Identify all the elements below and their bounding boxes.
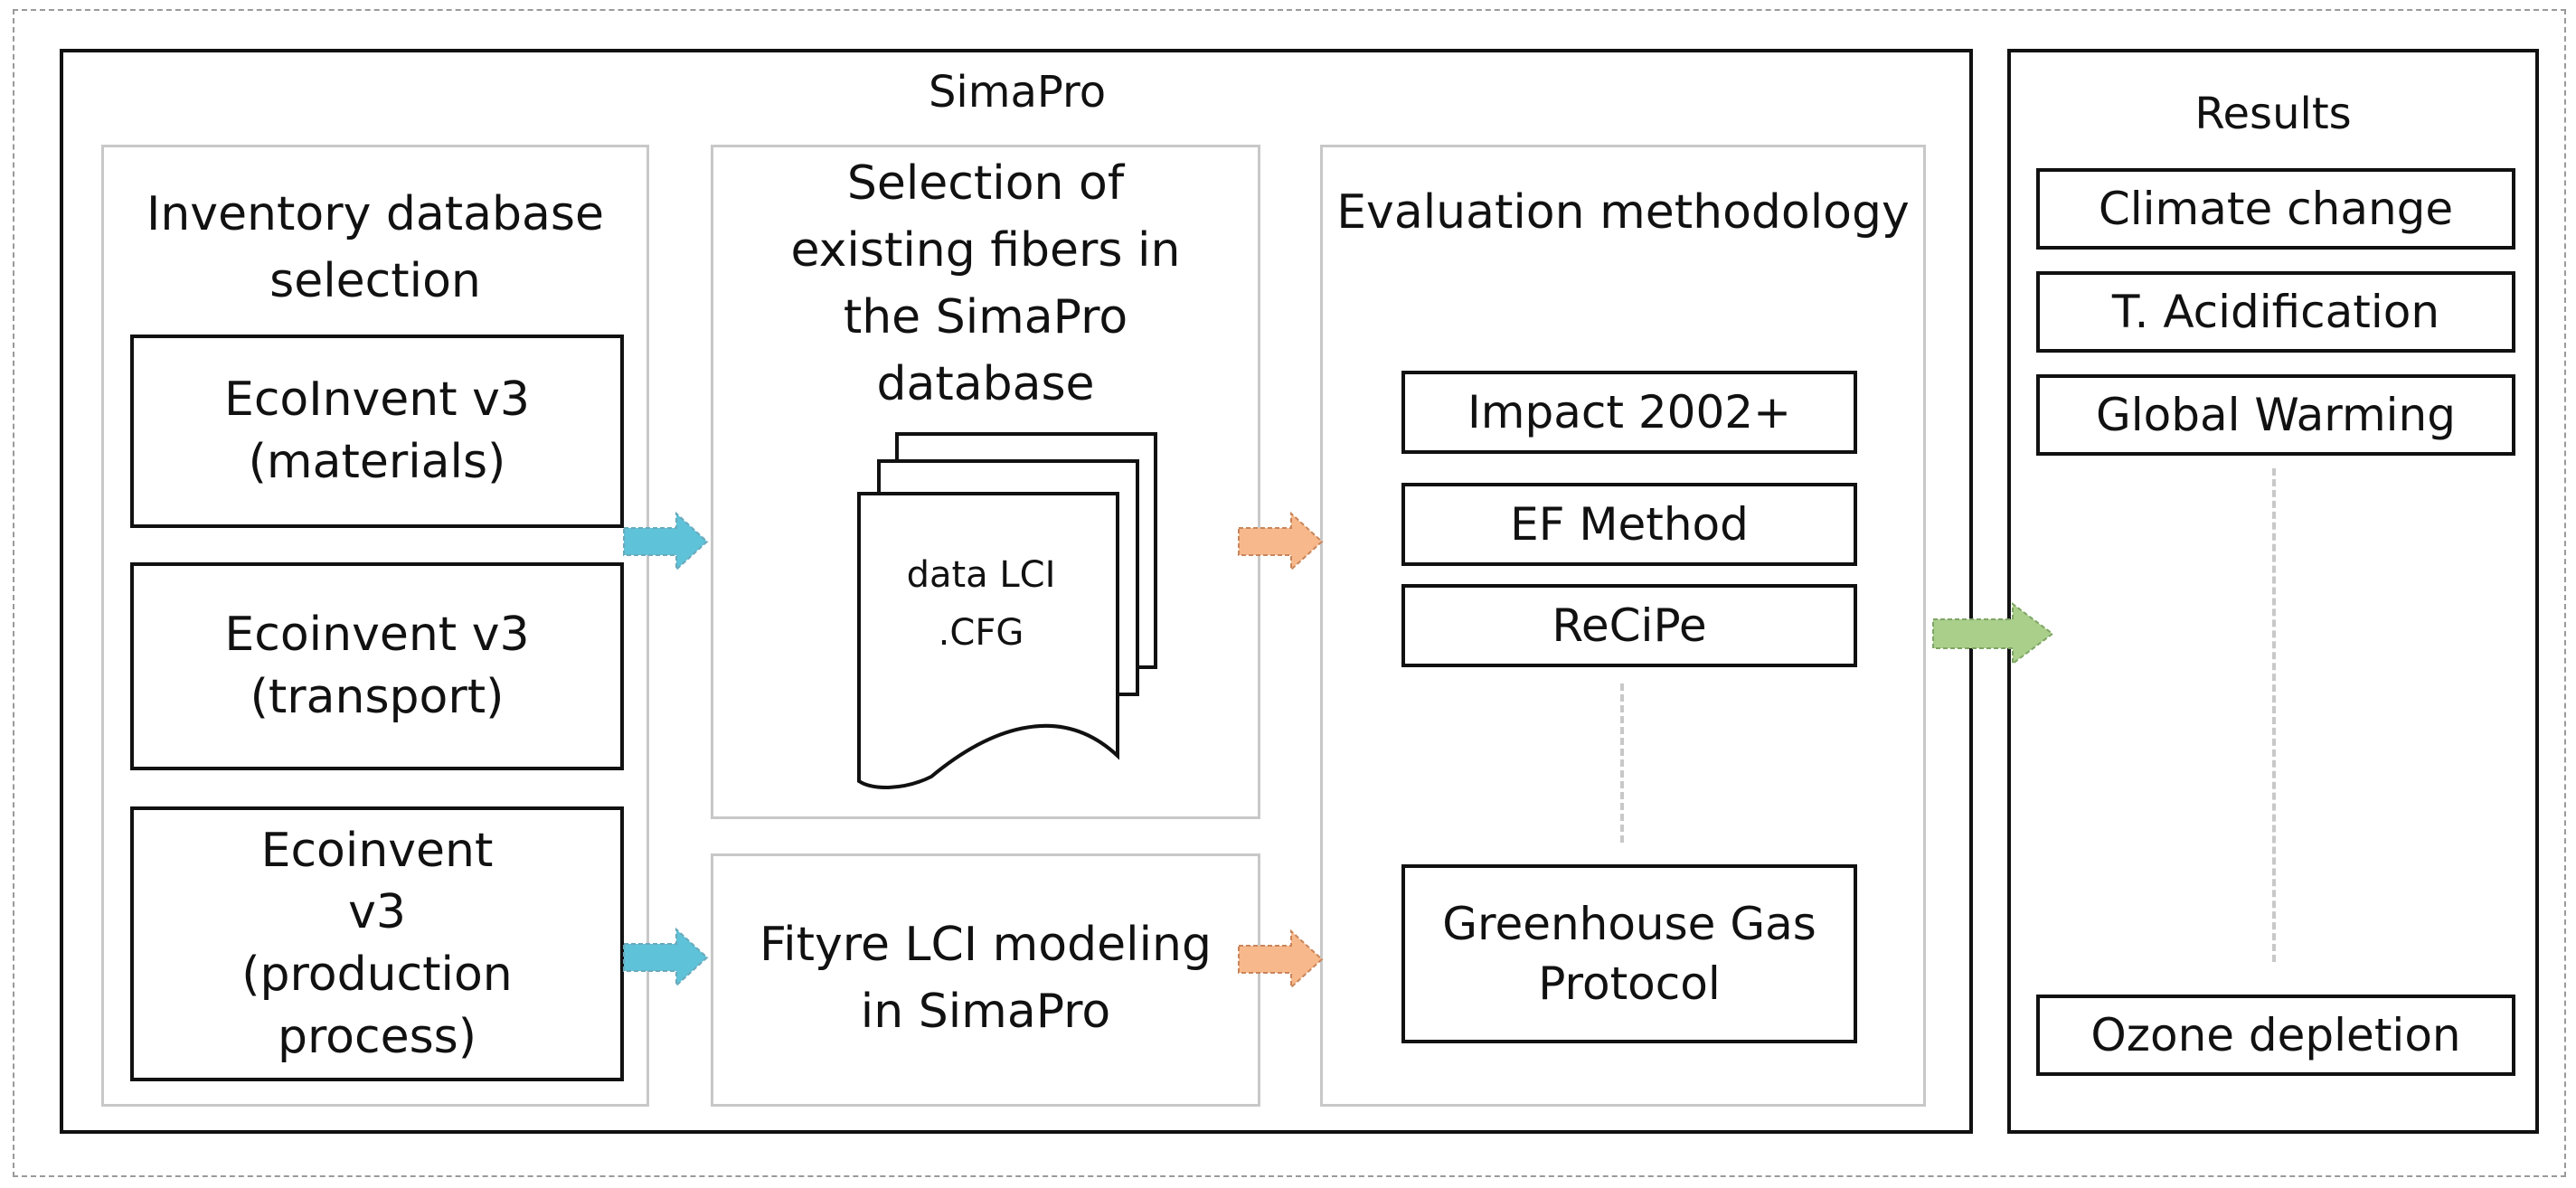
evaluation-heading: Evaluation methodology — [1336, 185, 1910, 240]
inventory-heading: Inventory database selection — [146, 187, 604, 308]
arrow-orange-top — [1238, 511, 1324, 572]
methods-ellipsis-line — [1620, 684, 1624, 843]
arrow-blue-bottom — [623, 927, 709, 988]
result-climate-change: Climate change — [2036, 168, 2515, 250]
fityre-panel — [711, 853, 1260, 1107]
document-sheet-front — [857, 492, 1119, 789]
inventory-item-transport: Ecoinvent v3 (transport) — [130, 562, 624, 770]
results-title: Results — [2194, 88, 2352, 139]
document-label-line1: data LCI — [906, 553, 1056, 596]
document-label-line2: .CFG — [938, 611, 1024, 654]
arrow-green-results — [1932, 602, 2054, 665]
result-global-warming: Global Warming — [2036, 374, 2515, 456]
inventory-item-production: Ecoinvent v3 (production process) — [130, 806, 624, 1081]
existing-fibers-heading: Selection of existing fibers in the Sima… — [790, 156, 1181, 411]
document-stack-icon — [857, 432, 1157, 789]
fityre-heading: Fityre LCI modeling in SimaPro — [760, 918, 1212, 1039]
method-ghg-protocol: Greenhouse Gas Protocol — [1401, 864, 1857, 1043]
outer-frame — [13, 9, 2566, 1177]
result-ozone-depletion: Ozone depletion — [2036, 995, 2515, 1076]
results-ellipsis-line — [2272, 468, 2276, 962]
method-recipe: ReCiPe — [1401, 584, 1857, 667]
arrow-orange-bottom — [1238, 929, 1324, 990]
method-impact-2002: Impact 2002+ — [1401, 371, 1857, 454]
result-t-acidification: T. Acidification — [2036, 271, 2515, 353]
arrow-blue-top — [623, 511, 709, 572]
inventory-item-materials: EcoInvent v3 (materials) — [130, 335, 624, 528]
method-ef: EF Method — [1401, 483, 1857, 566]
simapro-title: SimaPro — [928, 66, 1107, 118]
